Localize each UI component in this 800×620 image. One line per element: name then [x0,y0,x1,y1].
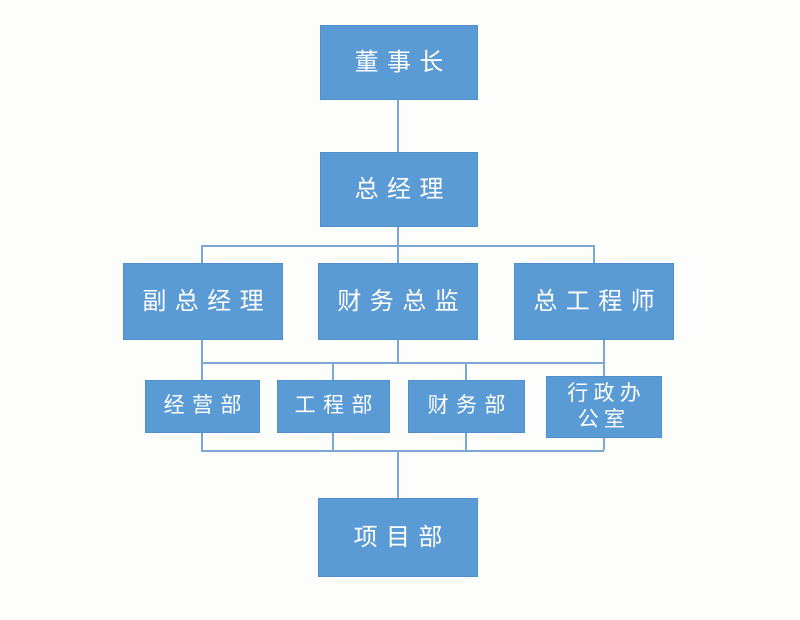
connector-drop-deputy-gm [201,245,203,263]
connector-drop-engineering [332,362,334,380]
connector-drop-chief-engineer [593,245,595,263]
node-operations-dept: 经营部 [145,380,260,433]
connector-engineering-down [332,433,334,450]
connector-drop-project [397,450,399,498]
node-general-manager: 总经理 [320,152,478,227]
node-project-dept: 项目部 [318,498,478,577]
connector-chairman-gm [397,100,399,152]
node-engineering-dept: 工程部 [277,380,390,433]
node-deputy-general-manager: 副总经理 [123,263,283,340]
connector-bus-level4 [201,362,604,364]
connector-finance-director-down [397,340,399,362]
connector-deputy-gm-down [201,340,203,380]
node-finance-director: 财务总监 [318,263,478,340]
connector-bus-level3 [201,245,595,247]
connector-bus-project [201,450,604,452]
connector-admin-down [603,438,605,450]
connector-finance-down [465,433,467,450]
node-finance-dept: 财务部 [408,380,525,433]
connector-operations-down [201,433,203,450]
node-admin-office: 行政办 公室 [546,376,662,438]
connector-drop-finance [465,362,467,380]
node-chief-engineer: 总工程师 [514,263,674,340]
connector-chief-engineer-admin [603,340,605,376]
node-chairman: 董事长 [320,25,478,100]
